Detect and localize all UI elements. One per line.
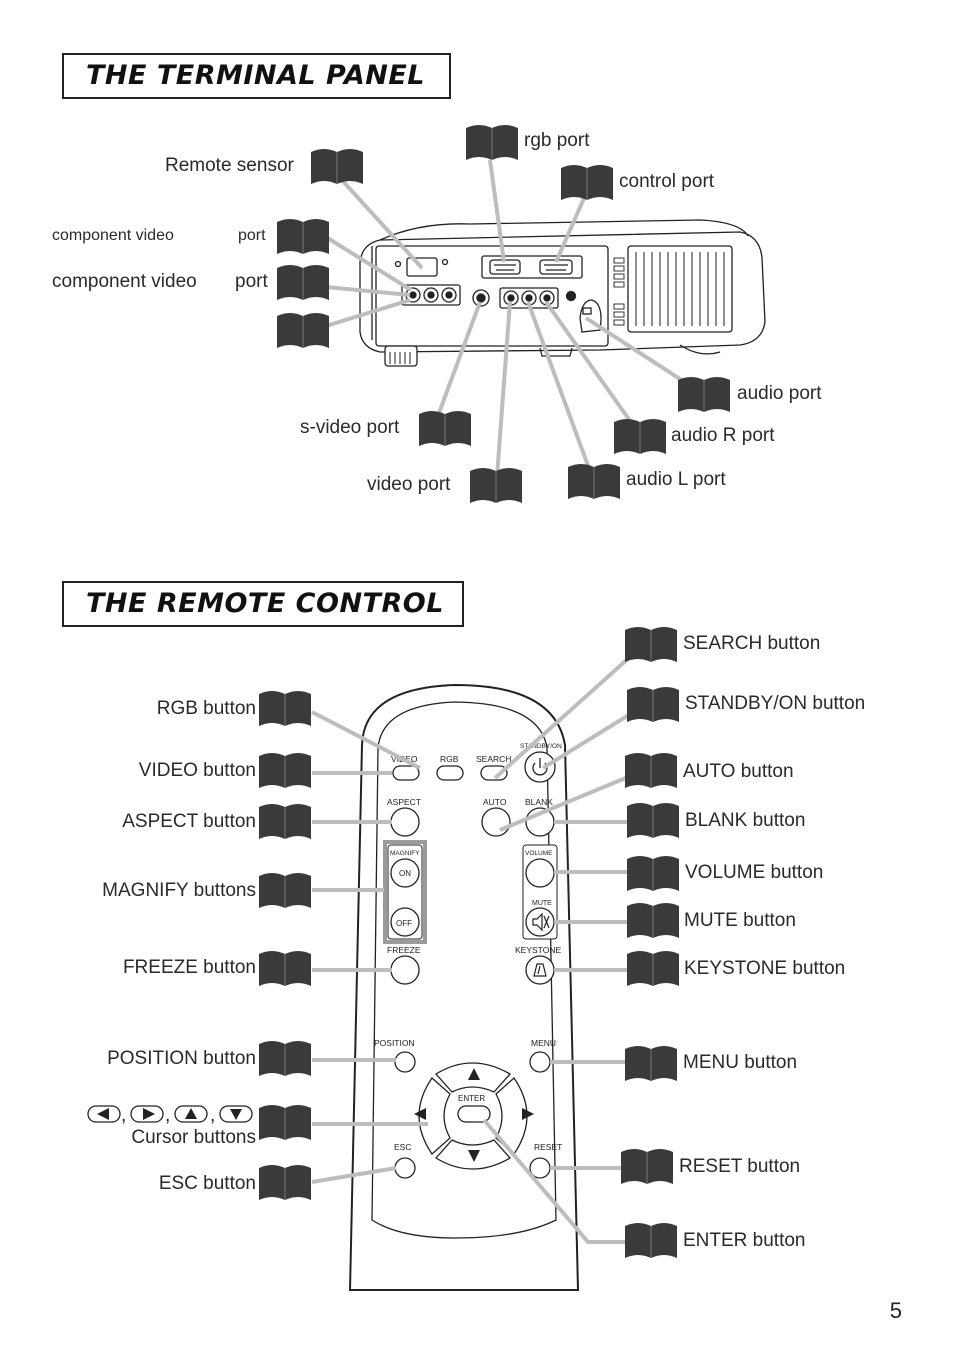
page-number: 5 [889, 1298, 902, 1323]
book-reference-icon [624, 1222, 678, 1259]
label-control-port: control port [619, 171, 715, 192]
label-standby-button: STANDBY/ON button [685, 693, 866, 714]
label-enter-button: ENTER button [683, 1230, 806, 1251]
label-esc-button: ESC button [158, 1173, 256, 1194]
label-audio-port: audio port [737, 383, 822, 404]
label-component-video-1: component video [52, 227, 174, 244]
label-reset-button: RESET button [679, 1156, 801, 1177]
book-reference-icon [276, 264, 330, 301]
projector-illustration [359, 219, 766, 367]
label-magnify-buttons: MAGNIFY buttons [102, 880, 256, 901]
label-cursor-buttons: Cursor buttons [131, 1127, 256, 1148]
key-label-freeze: FREEZE [387, 945, 421, 955]
book-reference-icon [626, 686, 680, 723]
label-menu-button: MENU button [683, 1052, 798, 1073]
book-reference-icon [567, 463, 621, 500]
book-reference-icon [624, 1045, 678, 1082]
book-reference-icon [469, 467, 523, 504]
book-reference-icon [624, 626, 678, 663]
book-reference-icon [626, 950, 680, 987]
key-label-position: POSITION [374, 1038, 415, 1048]
book-reference-icon [258, 1104, 312, 1141]
book-reference-icon [258, 803, 312, 840]
key-label-magnify: MAGNIFY [390, 850, 420, 857]
label-video-port: video port [367, 474, 451, 495]
remote-control-title: THE REMOTE CONTROL [62, 581, 464, 627]
book-reference-icon [624, 752, 678, 789]
cursor-separator: , [165, 1105, 170, 1126]
label-position-button: POSITION button [107, 1048, 256, 1069]
label-blank-button: BLANK button [685, 810, 806, 831]
key-label-standby: STANDBY/ON [520, 743, 562, 750]
book-reference-icon [276, 218, 330, 255]
label-search-button: SEARCH button [683, 633, 821, 654]
terminal-leader-lines [324, 159, 702, 491]
label-mute-button: MUTE button [684, 910, 796, 931]
book-reference-icon [465, 124, 519, 161]
keystone-icon [533, 963, 547, 977]
cursor-arrow-icons [414, 1068, 534, 1162]
book-reference-icon [258, 1164, 312, 1201]
label-audio-r-port: audio R port [671, 425, 775, 446]
cursor-separator: , [210, 1105, 215, 1126]
key-label-auto: AUTO [483, 797, 507, 807]
terminal-panel-title: THE TERMINAL PANEL [62, 53, 451, 99]
book-reference-icon [620, 1148, 674, 1185]
book-reference-icon [626, 855, 680, 892]
book-reference-icon [560, 164, 614, 201]
cursor-separator: , [121, 1105, 126, 1126]
key-label-esc: ESC [394, 1142, 411, 1152]
book-reference-icon [258, 872, 312, 909]
remote-leader-lines [311, 646, 642, 1244]
key-label-keystone: KEYSTONE [515, 945, 561, 955]
book-reference-icon [626, 902, 680, 939]
key-label-aspect: ASPECT [387, 797, 421, 807]
book-reference-icon [626, 802, 680, 839]
key-label-reset: RESET [534, 1142, 562, 1152]
label-component-video-2: component video [52, 271, 197, 292]
book-reference-icon [258, 1040, 312, 1077]
label-volume-button: VOLUME button [685, 862, 824, 883]
key-label-search: SEARCH [476, 754, 511, 764]
label-aspect-button: ASPECT button [122, 811, 256, 832]
key-label-off: OFF [396, 919, 412, 928]
book-reference-icon [418, 410, 472, 447]
key-label-mute: MUTE [532, 900, 552, 907]
label-keystone-button: KEYSTONE button [684, 958, 846, 979]
key-label-blank: BLANK [525, 797, 553, 807]
book-reference-icon [258, 950, 312, 987]
label-rgb-button: RGB button [156, 698, 256, 719]
label-rgb-port: rgb port [524, 130, 590, 151]
key-label-rgb: RGB [440, 754, 459, 764]
key-label-enter: ENTER [458, 1094, 485, 1103]
key-label-menu: MENU [531, 1038, 556, 1048]
key-label-on: ON [399, 869, 411, 878]
remote-control-illustration: VIDEO RGB SEARCH STANDBY/ON ASPECT AUTO … [348, 683, 580, 1291]
book-reference-icon [276, 312, 330, 349]
book-reference-icon [613, 418, 667, 455]
label-video-button: VIDEO button [138, 760, 256, 781]
label-port-1: port [238, 227, 266, 244]
label-remote-sensor: Remote sensor [165, 155, 294, 176]
label-port-2: port [235, 271, 268, 292]
mute-speaker-icon [532, 912, 550, 932]
key-label-volume: VOLUME [525, 850, 553, 857]
label-auto-button: AUTO button [683, 761, 794, 782]
book-reference-icon [310, 148, 364, 185]
label-freeze-button: FREEZE button [122, 957, 256, 978]
label-s-video-port: s-video port [300, 417, 400, 438]
book-reference-icon [677, 376, 731, 413]
book-reference-icon [258, 690, 312, 727]
book-reference-icon [258, 752, 312, 789]
label-audio-l-port: audio L port [626, 469, 726, 490]
